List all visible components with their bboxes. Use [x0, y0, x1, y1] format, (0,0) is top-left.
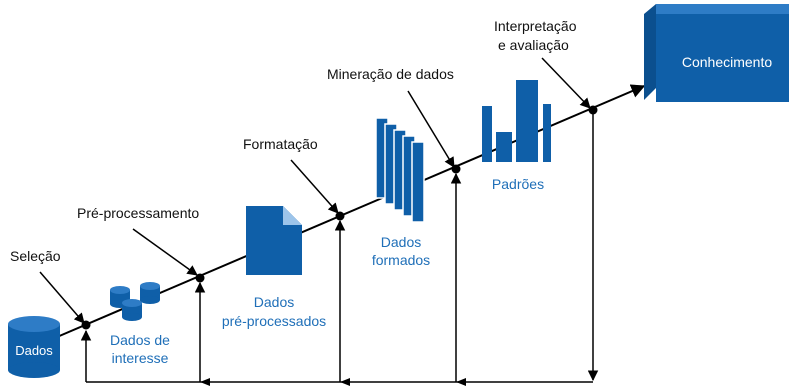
artifact-padroes: Padrões: [492, 176, 544, 192]
formatacao-node: [335, 211, 345, 221]
artifact-preproc-line1: Dados: [254, 294, 294, 310]
artifact-interesse-line1: Dados de: [110, 332, 170, 348]
step-formatacao: Formatação: [243, 136, 318, 152]
pre-processamento-node: [195, 273, 205, 283]
document-icon: [246, 206, 302, 275]
dados-label: Dados: [15, 343, 53, 358]
mineracao-node: [451, 164, 461, 174]
conhecimento-box: Conhecimento: [644, 4, 789, 102]
artifact-interesse-line2: interesse: [112, 350, 169, 366]
pre-processamento-callout-arrow: [132, 228, 198, 276]
step-interpretacao-line2: e avaliação: [498, 37, 569, 53]
patterns-bars-icon: [482, 80, 551, 162]
step-selecao: Seleção: [10, 248, 61, 264]
stacked-sheets-icon: [375, 117, 425, 223]
feedback-arrowhead-2: [340, 378, 350, 386]
conhecimento-label: Conhecimento: [682, 54, 772, 70]
selecao-callout-arrow: [39, 271, 85, 324]
dados-de-interesse-icon: [110, 282, 160, 321]
selecao-node: [81, 320, 91, 330]
feedback-arrowhead-1: [200, 378, 210, 386]
feedback-arrowhead-3: [456, 378, 466, 386]
mineracao-callout-arrow: [407, 90, 455, 168]
formatacao-callout-arrow: [290, 159, 339, 214]
step-mineracao: Mineração de dados: [327, 66, 454, 82]
interpretacao-node: [588, 105, 598, 115]
step-pre-processamento: Pré-processamento: [77, 205, 199, 221]
artifact-formados-line2: formados: [372, 252, 430, 268]
interpretacao-callout-arrow: [541, 57, 591, 109]
artifact-formados-line1: Dados: [381, 234, 421, 250]
dados-cylinder-icon: Dados: [8, 316, 60, 378]
step-interpretacao-line1: Interpretação: [494, 18, 577, 34]
artifact-preproc-line2: pré-processados: [222, 313, 326, 329]
